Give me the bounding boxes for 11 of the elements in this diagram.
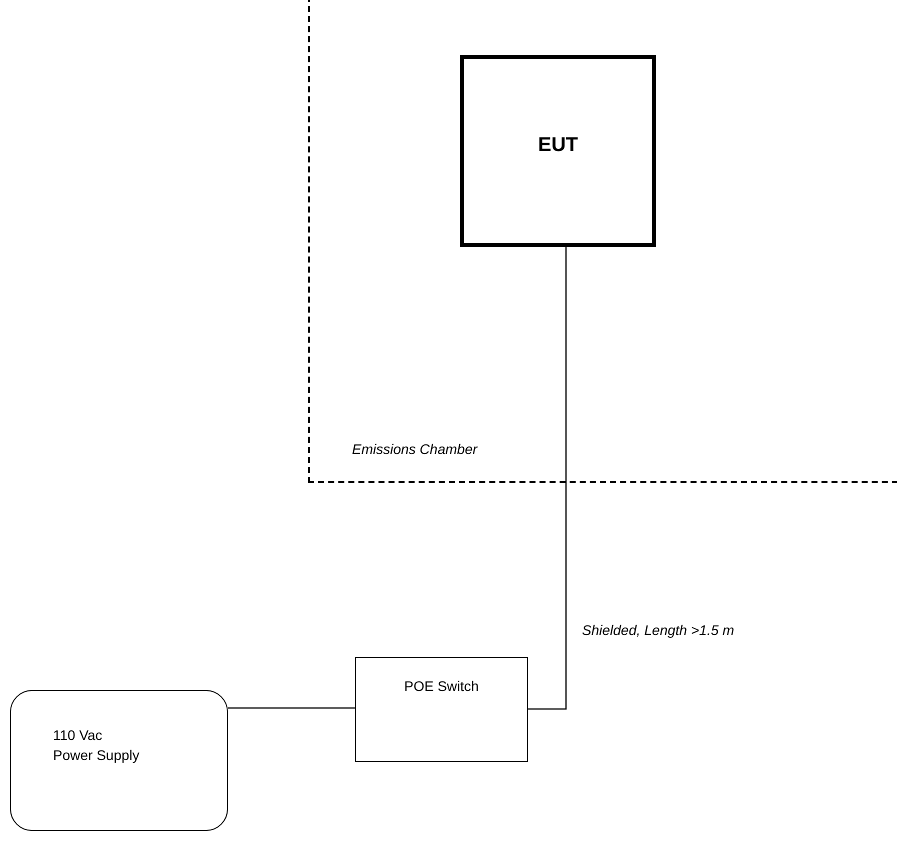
box-label: EUT <box>537 134 579 157</box>
switch-box <box>355 657 528 762</box>
equipment-box <box>460 55 656 247</box>
edge-label: Shielded, Length >1.5 m <box>582 622 734 638</box>
chamber-label: Emissions Chamber <box>352 441 478 457</box>
box-label: 110 Vac Power Supply <box>53 726 140 765</box>
power-supply-box <box>10 690 228 831</box>
cable-line <box>528 247 567 710</box>
cable-line <box>228 707 355 709</box>
chamber-boundary <box>308 0 897 483</box>
box-label: POE Switch <box>403 678 480 694</box>
